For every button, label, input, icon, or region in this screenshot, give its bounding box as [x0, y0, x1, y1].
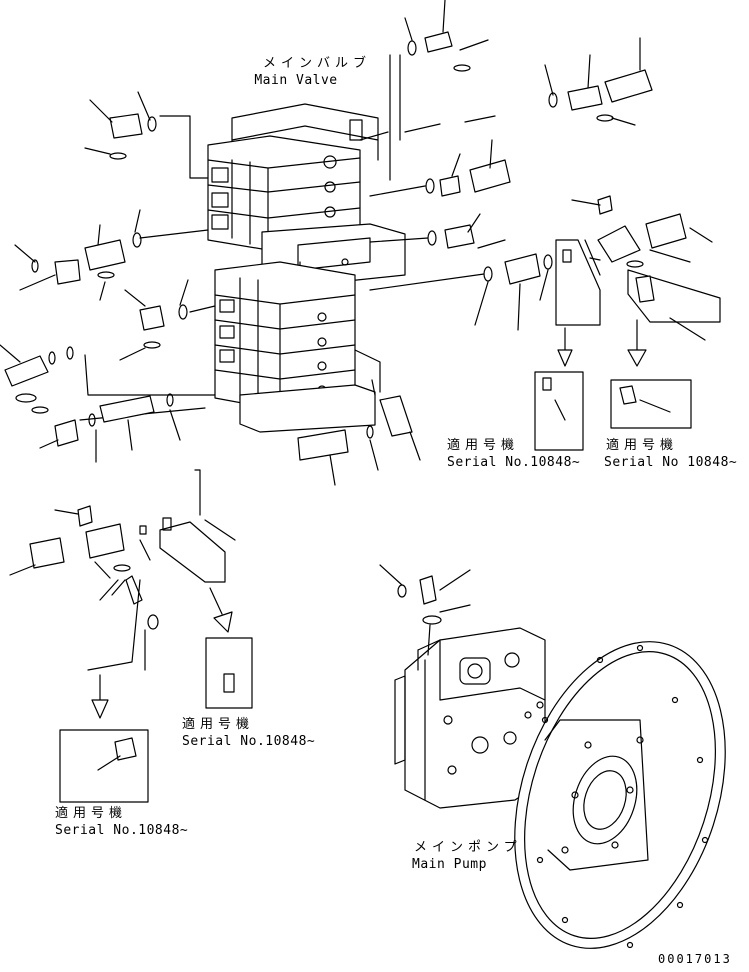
fittings [0, 0, 721, 803]
applicable-jp-label-middle: 適用号機 [182, 717, 255, 732]
main-pump-drawing [379, 564, 726, 949]
main-pump-en-label: Main Pump [412, 857, 487, 872]
main-valve-en-label: Main Valve [254, 73, 338, 88]
applicable-jp-label-right-b: 適用号機 [606, 438, 679, 453]
main-valve-drawing [207, 103, 406, 433]
serial-label-right-a: Serial No.10848~ [447, 455, 581, 470]
main-valve-jp-label: メインバルブ [262, 56, 371, 71]
serial-label-left: Serial No.10848~ [55, 823, 189, 838]
applicable-jp-label-left: 適用号機 [55, 806, 128, 821]
drawing-number: 00017013 [658, 952, 732, 966]
main-pump-jp-label: メインポンプ [414, 840, 522, 855]
applicable-jp-label-right-a: 適用号機 [447, 438, 520, 453]
serial-label-middle: Serial No.10848~ [182, 734, 316, 749]
serial-label-right-b: Serial No 10848~ [604, 455, 738, 470]
